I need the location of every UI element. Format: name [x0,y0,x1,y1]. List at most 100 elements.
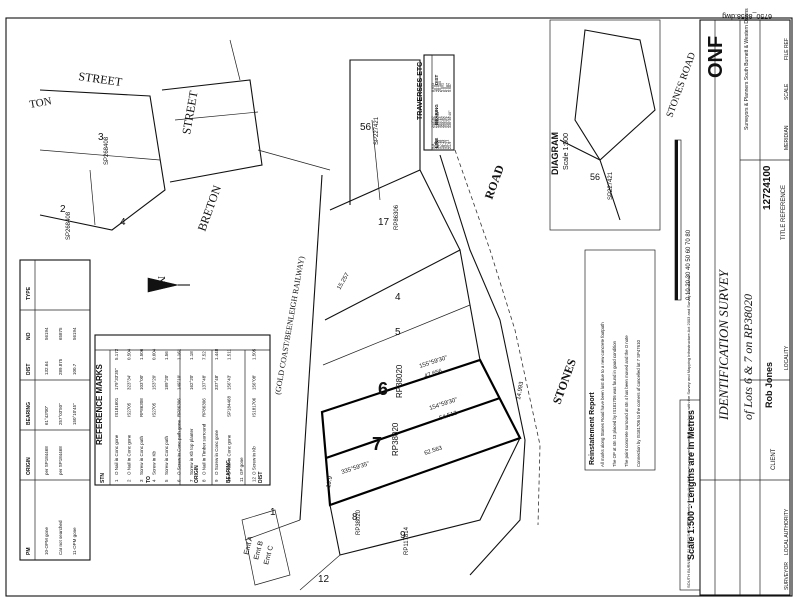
trav-header-1: BEARING [434,104,439,125]
traverses-rows: LINEBEARINGDIST9-8243°30'8.65310-9270°00… [431,74,452,149]
easement-a: Emt A [243,535,255,555]
pm-cell-0-3: 132.64 [44,361,49,375]
measure-distance-4: 19.9 [326,475,334,488]
ref-cell-7-2: RP86306 [202,398,207,417]
trav-cell-0-1: 243°30' [431,116,435,128]
trav-cell-5-1: 359°50' [443,116,447,128]
pm-header-0: PM [26,548,32,556]
trav-cell-6-0: 20-21 [445,140,449,149]
pm-cell-0-0: 10-OPM gone [44,526,49,555]
north-label: N [155,276,167,284]
measure-distance-5: 15.257 [337,272,352,291]
notes-title: Reinstatement Report [589,392,596,465]
ref-cell-1-3: 323°34' [127,375,132,390]
trav-cell-1-0: 10-9 [433,142,437,149]
lot-8-plan: RP38020 [356,509,362,535]
pm-header-2: BEARING [26,402,32,425]
ref-cell-2-4: 1.506 [139,348,144,360]
trav-cell-0-2: 8.653 [431,83,435,92]
lot-7-label: 7 [372,434,382,454]
diagram-lot: 56 [590,172,600,182]
lot-17-label: 17 [378,217,390,228]
trav-cell-4-1: 359°40' [441,116,445,128]
trav-header-0: LINE [434,138,439,148]
note-line-1: The OP at stn 13 placed by IS181706 was … [612,340,617,467]
ref-cell-4-3: 189°20' [164,375,169,390]
pm-cell-1-2: 257°03'50" [58,403,63,425]
scale-bar-label: 0 10 20 30 40 50 60 70 80 [686,229,692,300]
ref-cell-8-3: 337°48' [214,375,219,390]
measure-distance-2: 54.512 [439,410,459,422]
pm-header-4: NO [26,332,32,340]
trav-cell-6-2: 5.687 [445,83,449,92]
trav-cell-5-2: 6.0 [443,87,447,92]
reference-marks-title: REFERENCE MARKS [95,363,104,445]
ref-cell-3-1: Screw in Kb [152,450,157,475]
pm-cell-2-0: 11-OPM gone [72,527,77,555]
diagram-plan: SP227421 [608,171,614,200]
pm-cell-1-3: 289.875 [58,358,63,375]
lot-2-plan: SP268408 [66,211,72,240]
notes-lines: All marks along Stones Road have been lo… [600,322,641,467]
street-fragment-label: TON [28,95,52,111]
trav-header-2: DIST [434,74,439,85]
local-authority-label: LOCAL AUTHORITY [784,508,790,555]
measure-distance-3: 62.563 [424,445,444,457]
ref-cell-4-4: 1.56 [164,351,169,360]
ref-cell-6-0: 7 [189,479,194,482]
trav-cell-2-2: 20.0 [436,85,440,92]
ref-cell-3-3: 153°20' [152,375,157,390]
ref-cell-6-3: 162°20' [189,375,194,390]
ref-cell-4-1: Screw in Conc path [164,435,169,475]
ref-cell-11-4: 1.505 [252,348,257,360]
ref-cell-3-2: IS2705 [152,402,157,417]
trav-cell-4-2: 5.601 [441,83,445,92]
measure-bearing-1: 335°59'35" [341,461,370,476]
ref-cell-9-3: 156°43' [227,375,232,390]
road-label: ROAD [482,163,507,201]
sheet-border [5,17,793,597]
ref-header-1: TO [146,476,152,483]
ref-cell-9-1: O Nail in Conc gone [227,434,232,475]
lot-9-plan: RP117814 [404,526,410,555]
ref-cell-2-2: RP86308 [139,398,144,417]
ref-cell-10-1: GP gone [239,457,244,475]
lot-3-plan: SP268408 [104,136,110,165]
ref-cell-9-4: 1.511 [227,349,232,360]
lot-6-label: 6 [378,379,388,399]
ref-cell-8-4: 1.448 [214,348,219,360]
lot-17-plan: RP86306 [394,204,400,230]
company-address: Surveyors & Planners South Burnett & Wes… [744,8,750,130]
measure-bearing-2: 155°59'30" [419,355,448,370]
lot-56-label: 56 [360,122,372,133]
ref-cell-4-0: 5 [164,479,169,482]
corner-code: 6750_8858.dwg [722,12,772,19]
pm-cell-2-4: 56194 [72,327,77,340]
ref-cell-2-0: 3 [139,479,144,482]
pm-cell-0-2: 61°43'00" [44,405,49,425]
ref-cell-11-3: 156°08' [252,375,257,390]
ref-cell-11-2: IS181706 [252,397,257,417]
ref-cell-7-1: O Nail in Timber surround [202,423,207,475]
railway-label: (GOLD COAST/BEENLEIGH RAILWAY) [273,255,306,395]
pm-header-3: DIST [26,364,32,375]
trav-cell-5-0: 19-20 [443,140,447,149]
title-block [699,19,791,596]
ref-cell-5-0: 6 [177,479,182,482]
ref-cell-3-4: 0.604 [152,348,157,360]
locality-label: LOCALITY [784,345,790,370]
ref-cell-11-0: 12 [252,476,257,482]
ref-cell-2-3: 103°00' [139,375,144,390]
pm-cell-0-1: per SP184468 [44,446,49,475]
main-parcels [244,59,541,591]
trav-cell-7-2: 5.687 [448,83,452,92]
lot-5-label: 5 [395,327,401,338]
notes-box: Reinstatement Report [584,249,656,471]
scale-label: SCALE [784,83,790,100]
scale-bar: 0 10 20 30 40 50 60 70 80 [674,139,692,301]
meridian-label: MERIDIAN [784,125,790,150]
trav-cell-3-2: 20.185 [438,81,442,92]
